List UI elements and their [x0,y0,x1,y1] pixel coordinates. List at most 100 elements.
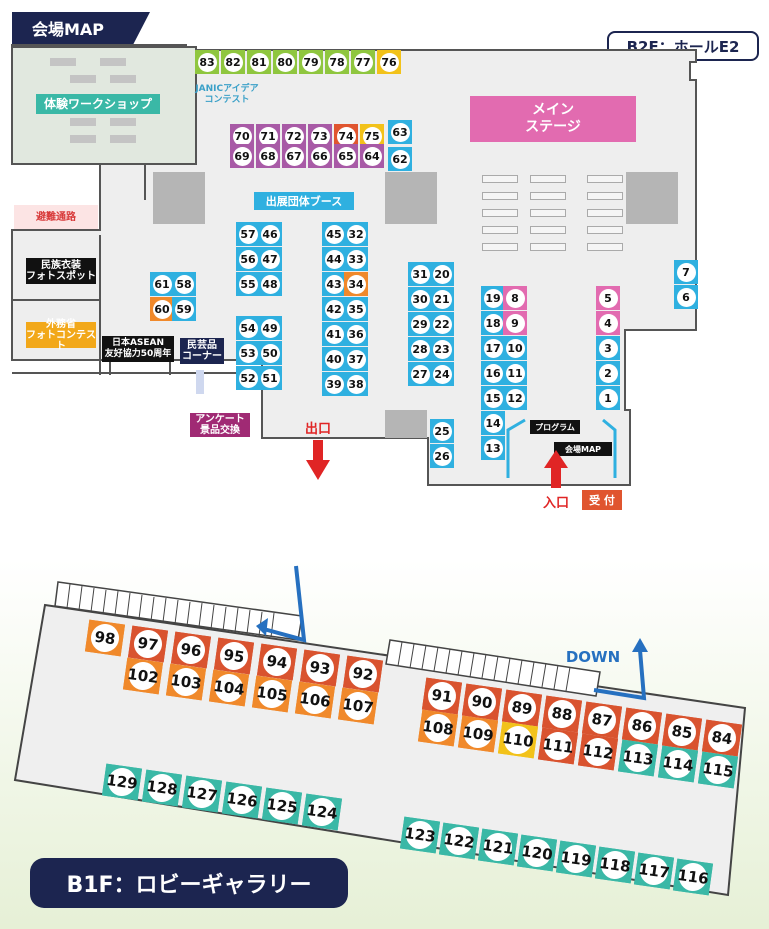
booth-24[interactable]: 24 [430,362,454,386]
booth-36[interactable]: 36 [344,322,368,346]
booth-5[interactable]: 5 [596,286,620,310]
booth-19[interactable]: 19 [481,286,505,310]
booth-92[interactable]: 92 [342,655,384,693]
booth-40[interactable]: 40 [322,347,346,371]
booth-77[interactable]: 77 [351,50,375,74]
booth-84[interactable]: 84 [701,719,743,757]
booth-49[interactable]: 49 [258,316,282,340]
booth-38[interactable]: 38 [344,372,368,396]
booth-57[interactable]: 57 [236,222,260,246]
booth-9[interactable]: 9 [503,311,527,335]
booth-12[interactable]: 12 [503,386,527,410]
booth-88[interactable]: 88 [541,695,583,733]
booth-115[interactable]: 115 [697,751,739,789]
booth-98[interactable]: 98 [84,619,126,657]
booth-47[interactable]: 47 [258,247,282,271]
booth-83[interactable]: 83 [195,50,219,74]
booth-126[interactable]: 126 [221,781,263,819]
booth-123[interactable]: 123 [399,816,441,854]
booth-39[interactable]: 39 [322,372,346,396]
booth-124[interactable]: 124 [301,793,343,831]
booth-62[interactable]: 62 [388,147,412,171]
booth-45[interactable]: 45 [322,222,346,246]
booth-50[interactable]: 50 [258,341,282,365]
booth-127[interactable]: 127 [181,775,223,813]
booth-113[interactable]: 113 [617,739,659,777]
booth-43[interactable]: 43 [322,272,346,296]
booth-60[interactable]: 60 [150,297,174,321]
booth-106[interactable]: 106 [294,681,336,719]
booth-21[interactable]: 21 [430,287,454,311]
booth-13[interactable]: 13 [481,436,505,460]
booth-14[interactable]: 14 [481,411,505,435]
booth-46[interactable]: 46 [258,222,282,246]
booth-58[interactable]: 58 [172,272,196,296]
booth-117[interactable]: 117 [633,852,675,890]
booth-32[interactable]: 32 [344,222,368,246]
booth-95[interactable]: 95 [213,637,255,675]
booth-3[interactable]: 3 [596,336,620,360]
booth-102[interactable]: 102 [122,657,164,695]
booth-31[interactable]: 31 [408,262,432,286]
booth-105[interactable]: 105 [251,675,293,713]
booth-56[interactable]: 56 [236,247,260,271]
booth-51[interactable]: 51 [258,366,282,390]
booth-6[interactable]: 6 [674,285,698,309]
booth-91[interactable]: 91 [421,677,463,715]
booth-23[interactable]: 23 [430,337,454,361]
booth-1[interactable]: 1 [596,386,620,410]
booth-120[interactable]: 120 [516,834,558,872]
booth-89[interactable]: 89 [501,689,543,727]
booth-68[interactable]: 68 [256,144,280,168]
booth-20[interactable]: 20 [430,262,454,286]
booth-119[interactable]: 119 [555,840,597,878]
booth-129[interactable]: 129 [101,763,143,801]
booth-37[interactable]: 37 [344,347,368,371]
booth-15[interactable]: 15 [481,386,505,410]
booth-4[interactable]: 4 [596,311,620,335]
booth-35[interactable]: 35 [344,297,368,321]
booth-85[interactable]: 85 [661,713,703,751]
booth-90[interactable]: 90 [461,683,503,721]
booth-121[interactable]: 121 [477,828,519,866]
booth-112[interactable]: 112 [577,733,619,771]
booth-81[interactable]: 81 [247,50,271,74]
booth-67[interactable]: 67 [282,144,306,168]
booth-116[interactable]: 116 [672,858,714,896]
booth-28[interactable]: 28 [408,337,432,361]
booth-70[interactable]: 70 [230,124,254,148]
booth-33[interactable]: 33 [344,247,368,271]
booth-25[interactable]: 25 [430,419,454,443]
booth-18[interactable]: 18 [481,311,505,335]
booth-111[interactable]: 111 [537,727,579,765]
booth-82[interactable]: 82 [221,50,245,74]
booth-103[interactable]: 103 [165,663,207,701]
booth-8[interactable]: 8 [503,286,527,310]
booth-87[interactable]: 87 [581,701,623,739]
booth-80[interactable]: 80 [273,50,297,74]
booth-44[interactable]: 44 [322,247,346,271]
booth-66[interactable]: 66 [308,144,332,168]
booth-11[interactable]: 11 [503,361,527,385]
booth-114[interactable]: 114 [657,745,699,783]
booth-22[interactable]: 22 [430,312,454,336]
booth-118[interactable]: 118 [594,846,636,884]
booth-86[interactable]: 86 [621,707,663,745]
booth-55[interactable]: 55 [236,272,260,296]
booth-69[interactable]: 69 [230,144,254,168]
booth-94[interactable]: 94 [256,643,298,681]
booth-79[interactable]: 79 [299,50,323,74]
booth-63[interactable]: 63 [388,120,412,144]
booth-76[interactable]: 76 [377,50,401,74]
booth-7[interactable]: 7 [674,260,698,284]
booth-2[interactable]: 2 [596,361,620,385]
booth-42[interactable]: 42 [322,297,346,321]
booth-41[interactable]: 41 [322,322,346,346]
booth-78[interactable]: 78 [325,50,349,74]
booth-53[interactable]: 53 [236,341,260,365]
booth-64[interactable]: 64 [360,144,384,168]
booth-104[interactable]: 104 [208,669,250,707]
booth-109[interactable]: 109 [457,715,499,753]
booth-16[interactable]: 16 [481,361,505,385]
booth-93[interactable]: 93 [299,649,341,687]
